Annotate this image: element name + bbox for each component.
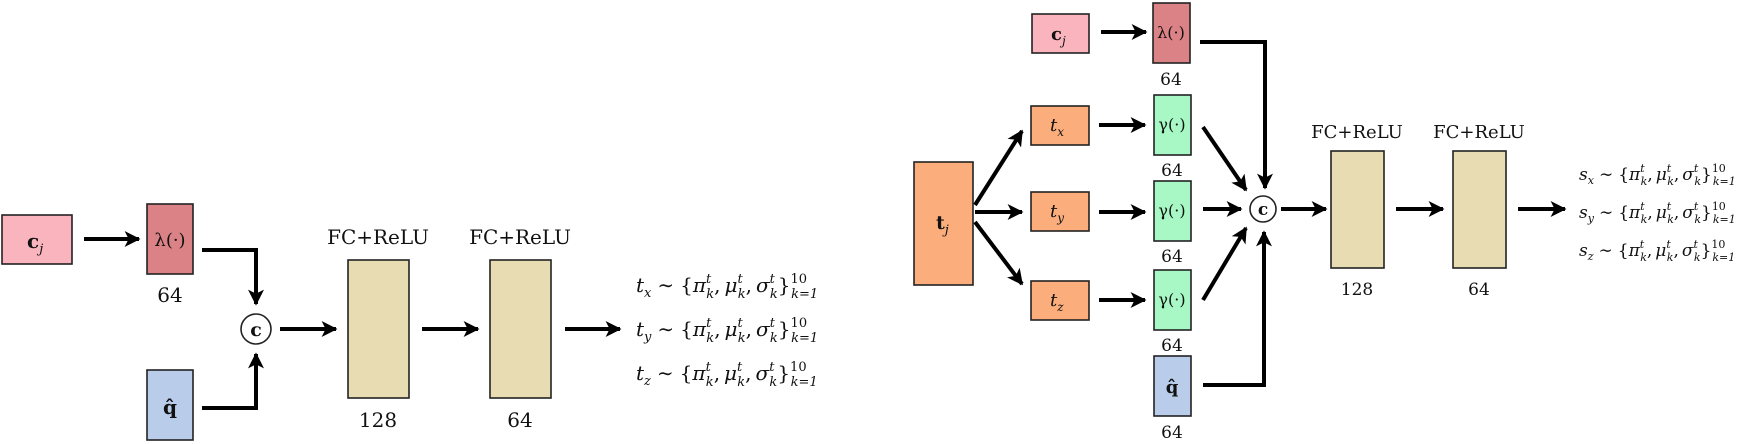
right-tj-input-block [913,161,974,286]
left-translation-network: cj λ(·) 64 q̂ c FC+ReLU 128 FC+ReLU 64 t… [1,203,818,441]
right-arrow-gamma-x-to-concat [1201,125,1248,192]
left-fc2-dim: 64 [507,408,532,432]
right-gamma-y-label: γ(·) [1158,201,1185,220]
right-fc2-dim: 64 [1468,280,1490,300]
right-scale-network: cj λ(·) 64 tj tx ty tz γ(·) 64 γ(·) 64 [913,2,1736,443]
right-fc2-block [1452,150,1507,269]
right-lambda-block [1152,2,1191,64]
right-lambda-dim: 64 [1160,70,1182,90]
right-arrow-lambda-to-concat [1200,40,1273,190]
left-cj-input-block [1,214,73,265]
right-q-label: q̂ [1166,377,1179,398]
right-fc1-dim: 128 [1341,280,1373,300]
right-tx-block [1030,105,1090,146]
left-concat-node [240,313,272,345]
right-tx-label: tx [1050,115,1064,139]
right-gamma-x-block [1153,94,1192,156]
right-concat-label: c [1258,200,1268,220]
right-lambda-label: λ(·) [1157,23,1185,42]
right-fc1-block [1330,150,1385,269]
left-fc1-title: FC+ReLU [327,225,429,249]
right-cj-label: cj [1051,24,1066,48]
right-cj-input-block [1031,13,1090,54]
left-lambda-dim: 64 [157,283,182,307]
left-arrow-q-to-concat [202,352,264,410]
left-concat-label: c [250,319,262,341]
right-arrow-q-to-concat [1203,230,1272,387]
left-q-block [146,369,194,441]
right-ty-label: ty [1050,201,1064,225]
left-lambda-block [146,203,194,275]
right-gamma-x-label: γ(·) [1158,115,1185,134]
right-gamma-y-dim: 64 [1161,247,1183,267]
right-arrow-gamma-z-to-concat [1201,226,1248,302]
left-fc2-title: FC+ReLU [469,225,571,249]
left-cj-label: cj [27,229,43,257]
left-fc1-dim: 128 [359,408,397,432]
left-lambda-label: λ(·) [154,230,185,251]
right-fc2-title: FC+ReLU [1433,122,1525,143]
right-ty-block [1030,191,1090,232]
left-q-label: q̂ [163,395,177,419]
right-tz-block [1030,280,1090,321]
right-gamma-z-dim: 64 [1161,336,1183,356]
left-fc2-block [489,259,552,399]
right-q-block [1153,355,1192,417]
right-gamma-z-label: γ(·) [1158,290,1185,309]
right-fc1-title: FC+ReLU [1311,122,1403,143]
right-arrow-tj-to-tx [973,129,1024,207]
right-tz-label: tz [1050,290,1064,314]
left-fc1-block [347,259,410,399]
right-gamma-y-block [1153,180,1192,242]
right-gamma-z-block [1153,269,1192,331]
right-tj-label: tj [936,212,949,238]
right-arrow-tj-to-tz [973,220,1024,286]
right-concat-node [1249,195,1277,223]
right-gamma-x-dim: 64 [1161,161,1183,181]
left-arrow-lambda-to-concat [202,248,264,306]
right-q-dim: 64 [1161,423,1183,443]
